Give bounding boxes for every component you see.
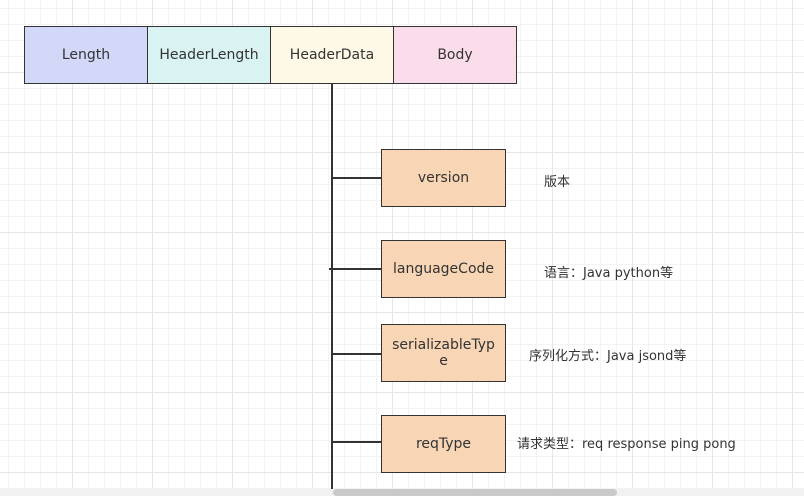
- branch-line-language-code: [329, 268, 381, 270]
- header-cell-header-length[interactable]: HeaderLength: [147, 26, 271, 84]
- branch-line-req-type: [332, 441, 381, 443]
- horizontal-scrollbar-thumb[interactable]: [333, 489, 617, 496]
- field-note-language-code: 语言：Java python等: [544, 266, 674, 281]
- field-note-req-type: 请求类型：req response ping pong: [517, 437, 736, 452]
- header-cell-body[interactable]: Body: [393, 26, 517, 84]
- header-data-trunk-line: [331, 84, 333, 489]
- header-cell-length[interactable]: Length: [24, 26, 148, 84]
- field-box-req-type[interactable]: reqType: [381, 415, 506, 473]
- branch-line-serializable-type: [332, 353, 381, 355]
- field-note-serializable-type: 序列化方式：Java jsond等: [529, 349, 687, 364]
- field-box-language-code[interactable]: languageCode: [381, 240, 506, 298]
- field-box-version[interactable]: version: [381, 149, 506, 207]
- header-cell-header-data[interactable]: HeaderData: [270, 26, 394, 84]
- branch-line-version: [332, 177, 381, 179]
- field-box-serializable-type[interactable]: serializableType: [381, 324, 506, 382]
- field-note-version: 版本: [544, 175, 571, 190]
